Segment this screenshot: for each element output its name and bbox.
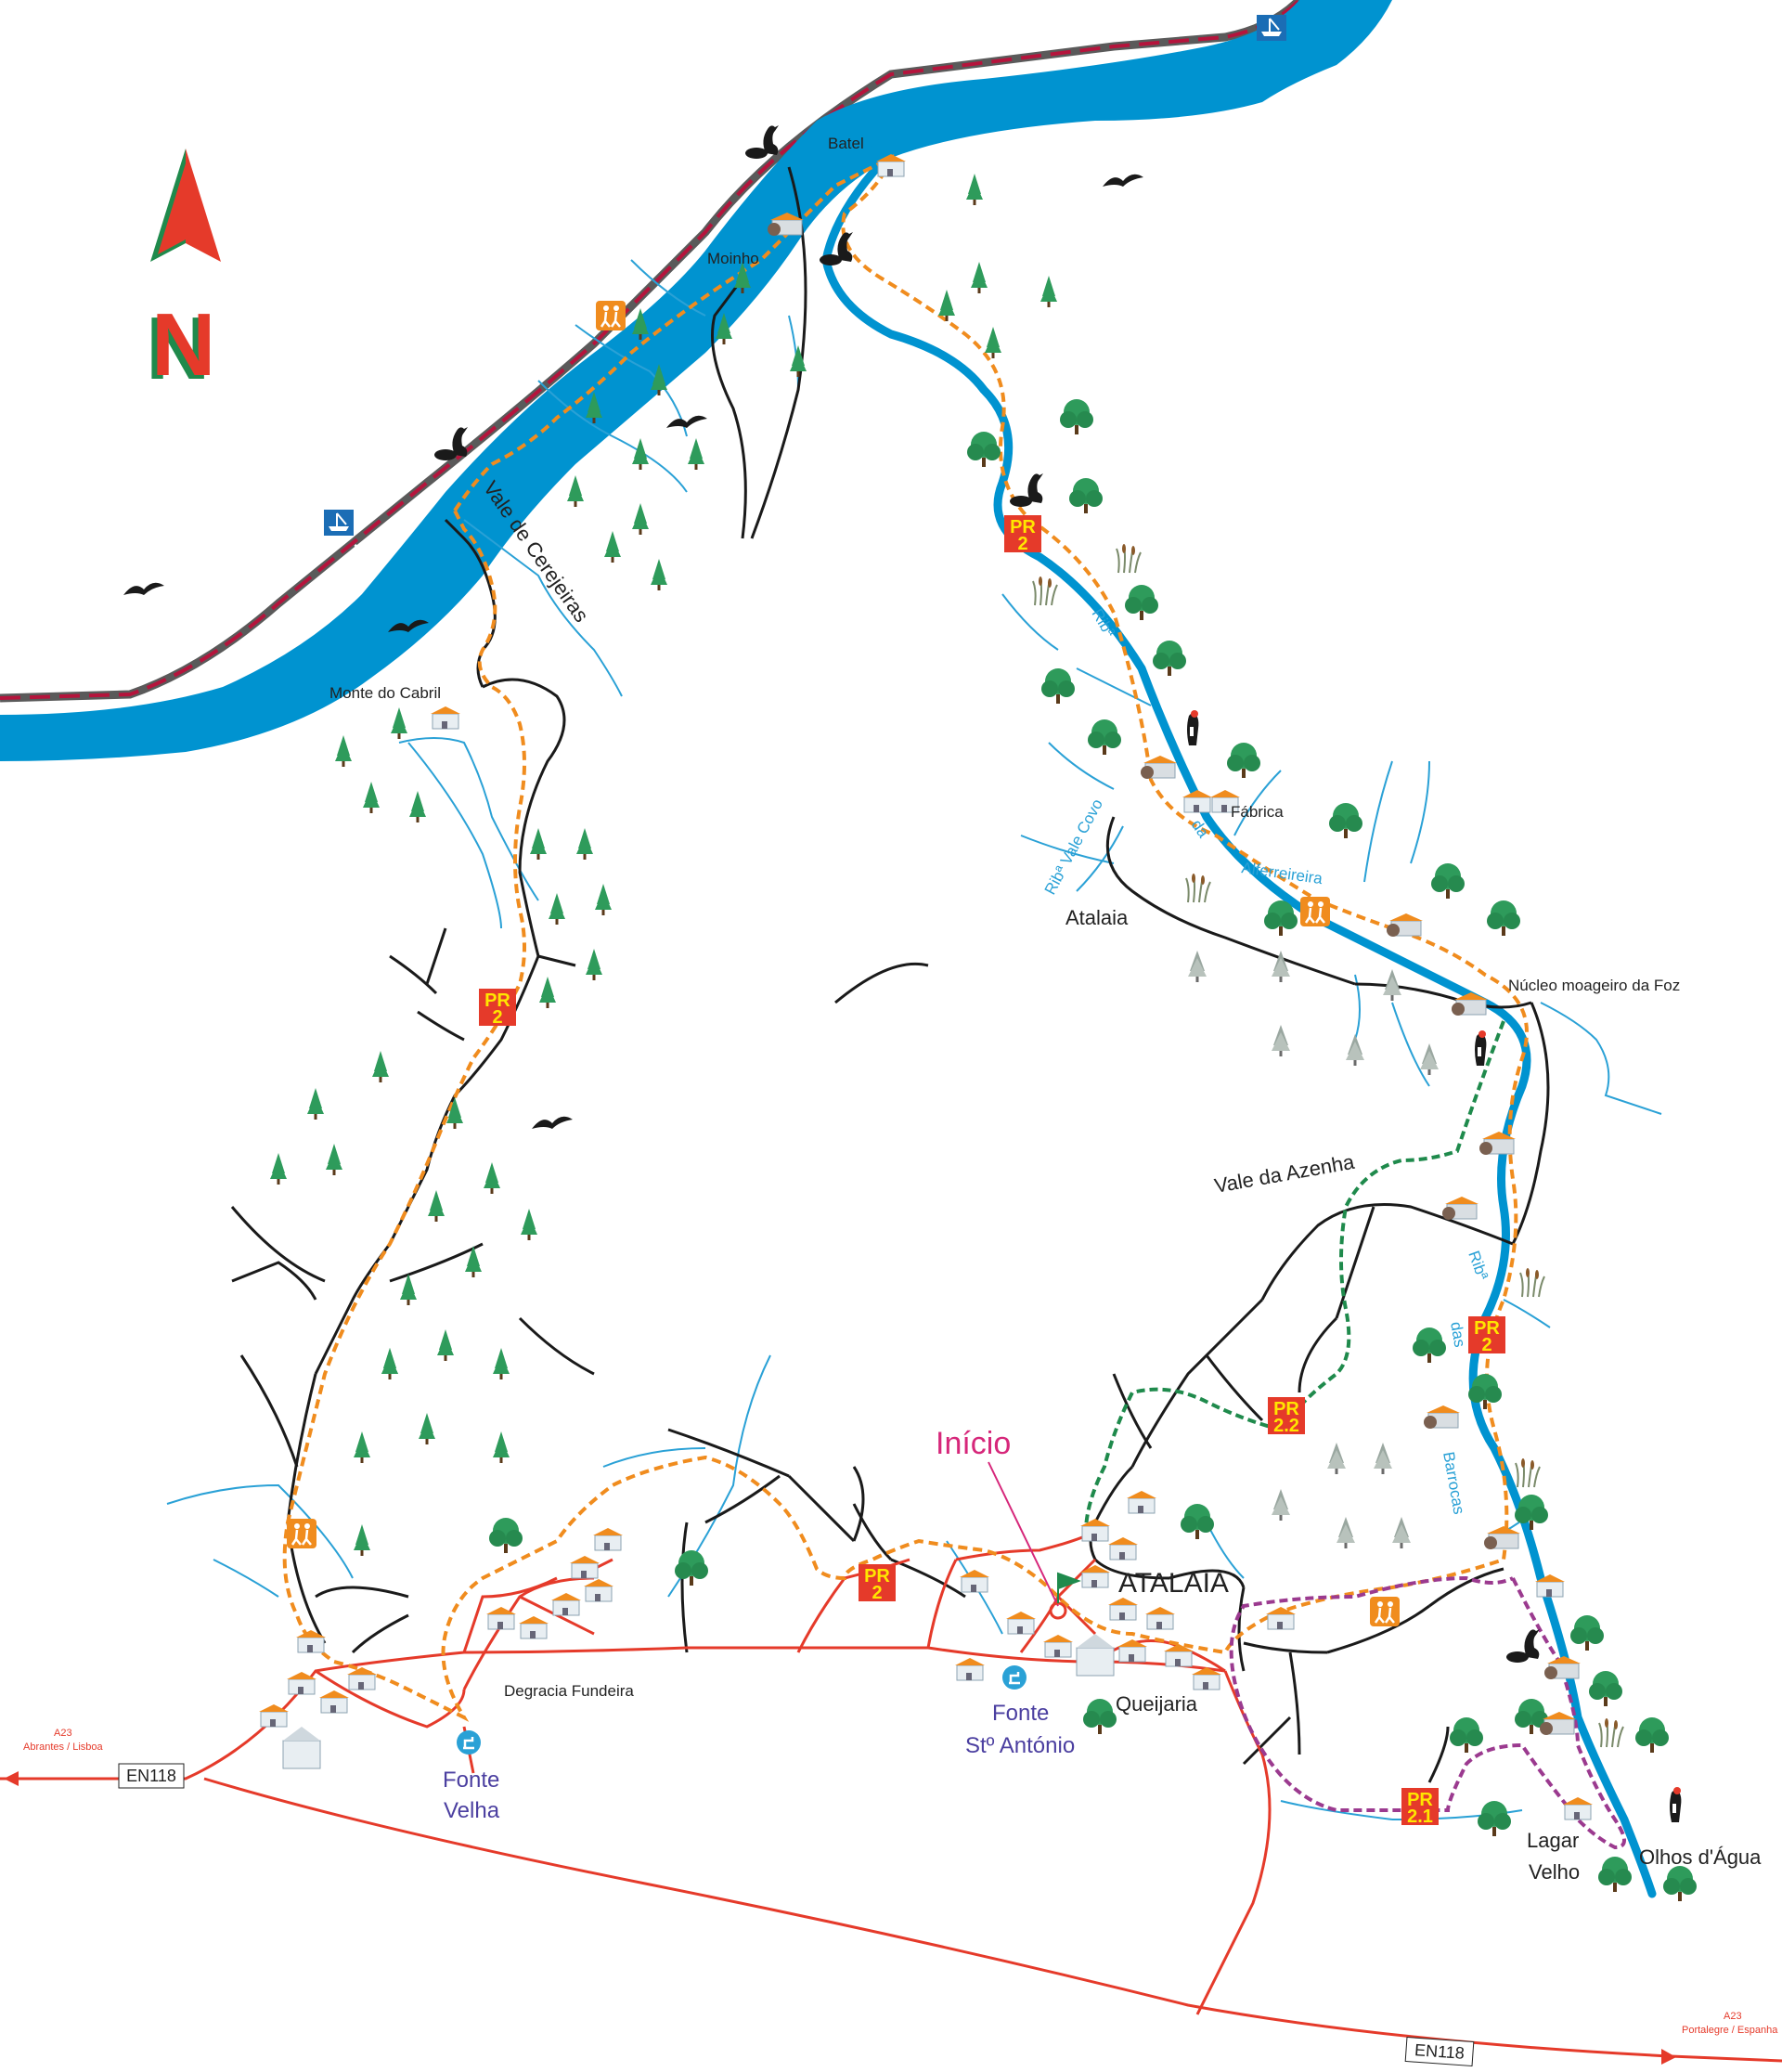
- label-dir-right-1: A23: [1724, 2011, 1742, 2022]
- label-batel: Batel: [828, 135, 864, 152]
- roads: [0, 1530, 1782, 2063]
- label-barrocas: Barrocas: [1440, 1450, 1468, 1515]
- inicio-pointer: [988, 1461, 1059, 1607]
- label-atalaia-top: Atalaia: [1065, 906, 1129, 929]
- svg-text:2: 2: [1481, 1335, 1491, 1355]
- tejo-river: [0, 0, 1392, 761]
- label-moinho: Moinho: [707, 250, 759, 267]
- fountain-icon: [455, 1664, 1028, 1756]
- pr2-marker-east: PR 2: [1468, 1316, 1505, 1355]
- north-arrow-icon: [150, 149, 221, 262]
- label-lagar-2: Velho: [1529, 1860, 1580, 1884]
- label-fonte-velha-2: Velha: [444, 1798, 500, 1823]
- pr21-marker: PR 2.1: [1401, 1788, 1439, 1827]
- trail-pr21: [1229, 1575, 1626, 1850]
- north-label: N: [146, 299, 210, 398]
- svg-text:PR: PR: [864, 1566, 890, 1586]
- label-atalaia-village: ATALAIA: [1118, 1568, 1229, 1599]
- label-fonte-antonio-1: Fonte: [992, 1701, 1049, 1726]
- label-inicio: Início: [936, 1426, 1011, 1461]
- label-ribeira-2: Ribª: [1465, 1249, 1491, 1283]
- label-dir-right-2: Portalegre / Espanha: [1682, 2025, 1778, 2036]
- svg-text:PR: PR: [1407, 1790, 1433, 1810]
- svg-text:EN118: EN118: [126, 1767, 176, 1785]
- label-queijaria: Queijaria: [1116, 1692, 1198, 1716]
- label-dir-left-1: A23: [54, 1728, 72, 1739]
- pr2-marker-top: PR 2: [1004, 515, 1041, 554]
- pr2-marker-west: PR 2: [479, 989, 516, 1028]
- svg-text:2.1: 2.1: [1407, 1807, 1433, 1827]
- start-flag-icon: [1057, 1572, 1081, 1603]
- label-dir-left-2: Abrantes / Lisboa: [23, 1742, 103, 1753]
- label-fonte-velha-1: Fonte: [443, 1768, 499, 1793]
- river-label-rio: Rio: [336, 529, 387, 580]
- trail-pr22: [1084, 1020, 1505, 1533]
- label-monte-cabril: Monte do Cabril: [329, 684, 441, 702]
- label-fabrica: Fábrica: [1231, 803, 1284, 821]
- label-nucleo-moageiro: Núcleo moageiro da Foz: [1508, 977, 1680, 994]
- ribeira-alferreireira: [821, 158, 1657, 1898]
- label-lagar-1: Lagar: [1527, 1829, 1579, 1852]
- svg-text:2.2: 2.2: [1273, 1416, 1299, 1436]
- svg-text:PR: PR: [1010, 517, 1036, 537]
- svg-text:PR: PR: [484, 991, 510, 1011]
- label-fonte-antonio-2: Stº António: [965, 1733, 1075, 1758]
- svg-text:2: 2: [1017, 534, 1027, 554]
- svg-text:EN118: EN118: [1414, 2040, 1466, 2063]
- north-label-shadow: N: [151, 295, 215, 395]
- arrow-left-icon: [4, 1771, 19, 1786]
- birds: [123, 125, 1682, 1822]
- svg-text:PR: PR: [1474, 1318, 1500, 1339]
- streams: [166, 259, 1662, 1820]
- label-alferreireira: Alferreireira: [1240, 859, 1324, 887]
- church-icon: [282, 1634, 1115, 1769]
- label-degracia: Degracia Fundeira: [504, 1682, 634, 1700]
- label-das: das: [1447, 1320, 1468, 1348]
- pr22-marker: PR 2.2: [1268, 1397, 1305, 1436]
- en118-shield-right: EN118: [1404, 2036, 1475, 2067]
- arrow-right-icon: [1661, 2049, 1676, 2065]
- svg-text:PR: PR: [1273, 1399, 1299, 1419]
- pr2-marker-south: PR 2: [859, 1564, 896, 1603]
- svg-text:2: 2: [492, 1007, 502, 1028]
- en118-shield-left: EN118: [118, 1763, 185, 1789]
- svg-text:2: 2: [872, 1583, 882, 1603]
- label-olhos-agua: Olhos d'Água: [1639, 1845, 1762, 1869]
- trail-pr2: [282, 154, 1529, 1722]
- label-vale-azenha: Vale da Azenha: [1213, 1150, 1357, 1198]
